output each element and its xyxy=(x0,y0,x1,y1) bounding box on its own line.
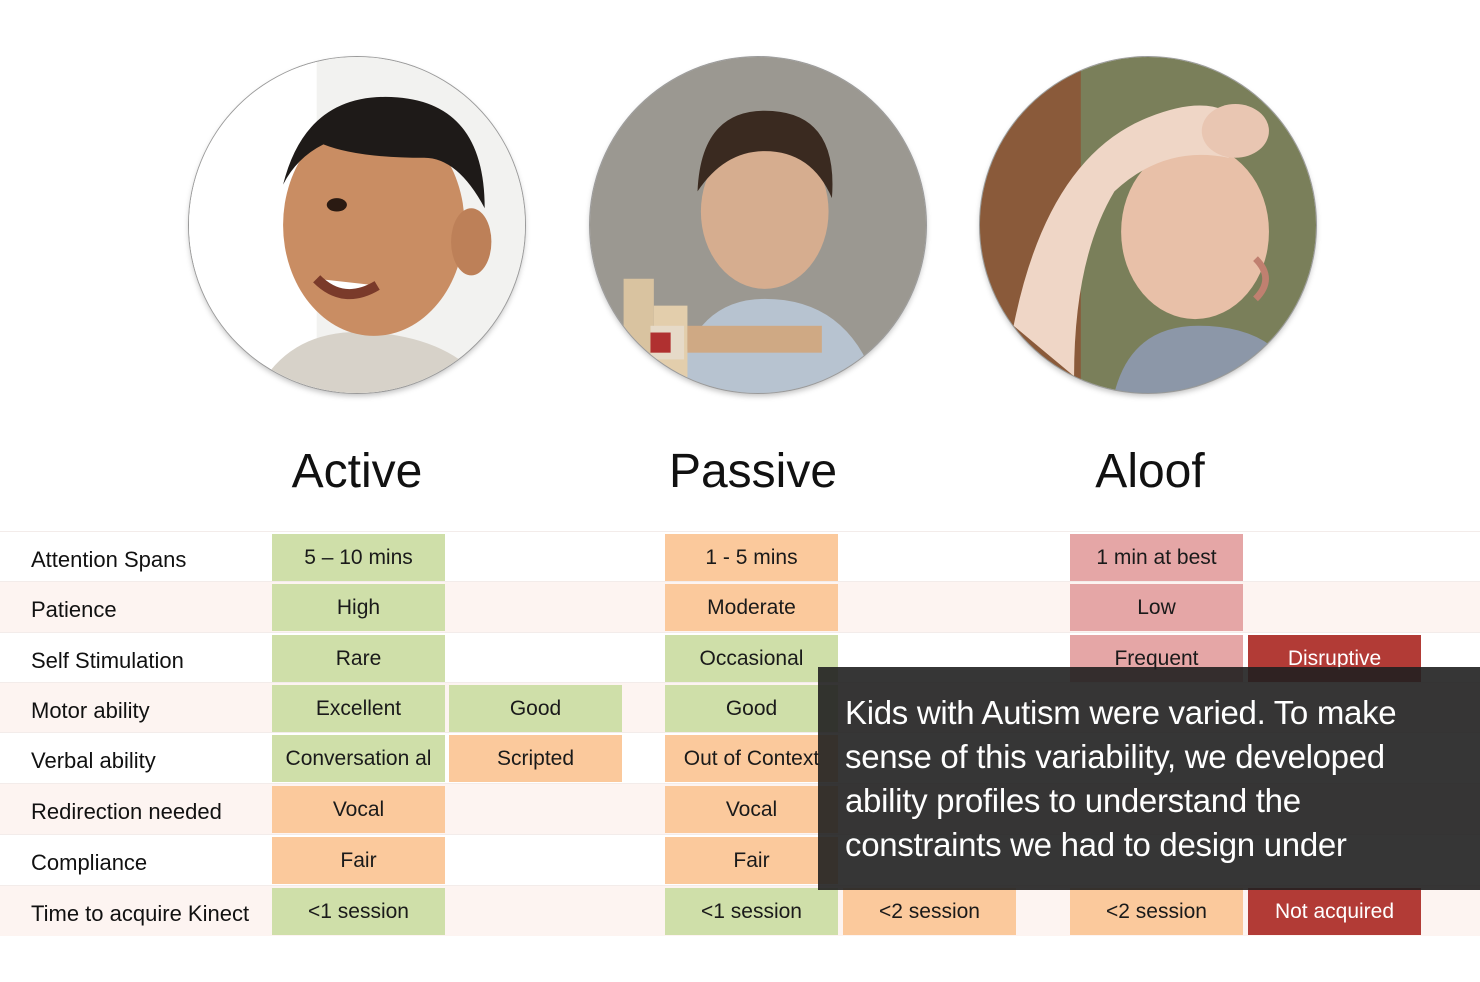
table-cell: 1 - 5 mins xyxy=(665,534,838,581)
table-cell: Conversation al xyxy=(272,735,445,782)
row-label: Compliance xyxy=(31,850,148,875)
profile-photo-passive xyxy=(590,57,926,393)
row-label: Attention Spans xyxy=(31,547,187,572)
table-cell: <2 session xyxy=(843,888,1016,935)
table-cell: Vocal xyxy=(272,786,445,833)
profile-photo-active xyxy=(189,57,525,393)
table-cell: Vocal xyxy=(665,786,838,833)
table-cell: Low xyxy=(1070,584,1243,631)
profile-title-active: Active xyxy=(291,445,423,498)
table-cell: <1 session xyxy=(665,888,838,935)
table-cell: Moderate xyxy=(665,584,838,631)
table-cell: Scripted xyxy=(449,735,622,782)
table-cell: 1 min at best xyxy=(1070,534,1243,581)
table-cell: Rare xyxy=(272,635,445,682)
row-label: Self Stimulation xyxy=(31,648,184,673)
caption-text: Kids with Autism were varied. To make se… xyxy=(845,694,1397,863)
table-cell: Good xyxy=(449,685,622,732)
table-cell: Out of Context xyxy=(665,735,838,782)
row-label: Redirection needed xyxy=(31,799,222,824)
table-cell: Fair xyxy=(665,837,838,884)
table-cell: Not acquired xyxy=(1248,888,1421,935)
table-cell: Fair xyxy=(272,837,445,884)
table-cell: 5 – 10 mins xyxy=(272,534,445,581)
profile-photo-aloof xyxy=(980,57,1316,393)
caption-overlay: Kids with Autism were varied. To make se… xyxy=(818,667,1480,890)
row-label: Patience xyxy=(31,597,117,622)
row-label: Time to acquire Kinect xyxy=(31,901,250,926)
table-cell: Excellent xyxy=(272,685,445,732)
table-cell: <1 session xyxy=(272,888,445,935)
table-cell: <2 session xyxy=(1070,888,1243,935)
table-cell: Occasional xyxy=(665,635,838,682)
table-cell: Good xyxy=(665,685,838,732)
profile-title-passive: Passive xyxy=(668,445,838,498)
profile-title-aloof: Aloof xyxy=(1095,445,1205,498)
row-label: Verbal ability xyxy=(31,748,156,773)
row-label: Motor ability xyxy=(31,698,150,723)
table-cell: High xyxy=(272,584,445,631)
